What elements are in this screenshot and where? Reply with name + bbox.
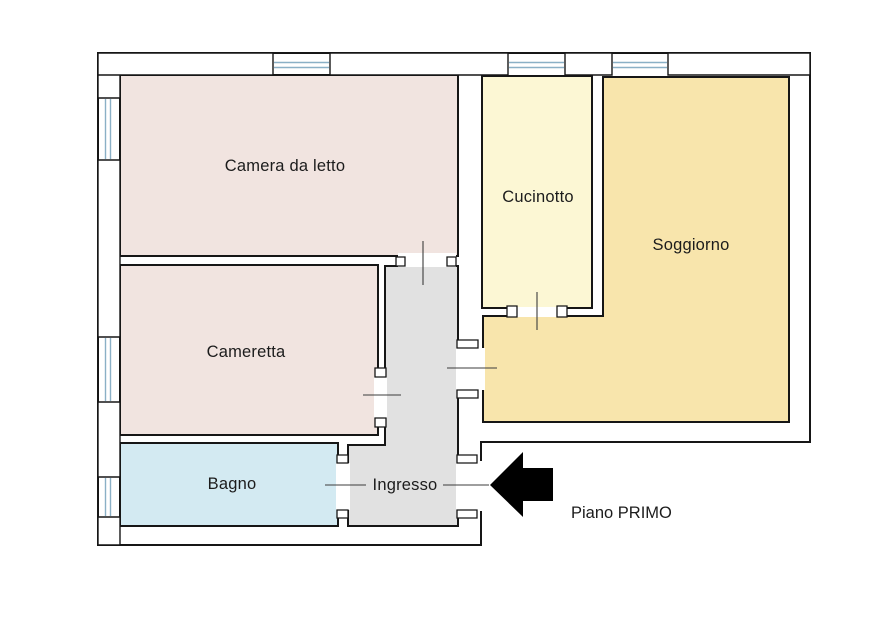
door-jambs-camera <box>395 256 457 267</box>
room-label-cameretta: Cameretta <box>207 343 286 361</box>
window-icon-left-wall-3 <box>104 478 112 516</box>
door-tick-lines <box>325 241 538 486</box>
room-label-soggiorno: Soggiorno <box>652 236 729 254</box>
door-jambs-cucinotto <box>506 305 568 318</box>
room-bagno <box>119 442 339 527</box>
door-jambs-soggiorno <box>456 339 479 399</box>
room-cucinotto <box>481 75 593 309</box>
door-opening-soggiorno <box>456 348 485 390</box>
floor-label: Piano PRIMO <box>571 504 672 522</box>
room-camera-da-letto <box>119 74 459 257</box>
room-labels: Camera da letto Cucinotto Soggiorno Came… <box>207 157 730 494</box>
door-jambs-bagno <box>336 454 349 519</box>
entrance-arrow-icon <box>490 452 553 517</box>
room-label-cucinotto: Cucinotto <box>502 188 574 206</box>
room-label-ingresso: Ingresso <box>373 476 438 494</box>
window-markers <box>104 61 667 516</box>
door-opening-camera <box>398 253 456 267</box>
rooms <box>119 74 790 527</box>
door-opening-bagno <box>336 463 350 510</box>
window-icon-top-wall-2 <box>509 61 564 69</box>
room-label-camera-da-letto: Camera da letto <box>225 157 345 175</box>
room-soggiorno <box>482 76 790 423</box>
door-jambs-cameretta <box>374 367 387 428</box>
door-jambs-entrance <box>456 454 478 519</box>
window-icon-top-wall-1 <box>274 61 329 69</box>
window-icon-left-wall-1 <box>104 99 112 159</box>
window-icon-top-wall-3 <box>613 61 667 69</box>
wall-blocks <box>97 52 811 546</box>
top-wall-blocks <box>97 52 811 76</box>
door-opening-cameretta <box>374 377 387 418</box>
window-icon-left-wall-2 <box>104 338 112 401</box>
left-wall-blocks <box>97 52 121 546</box>
room-cameretta <box>119 264 379 436</box>
room-label-bagno: Bagno <box>208 475 257 493</box>
door-jambs <box>336 256 568 519</box>
door-opening-entrance <box>456 463 483 510</box>
room-ingresso <box>347 265 459 527</box>
